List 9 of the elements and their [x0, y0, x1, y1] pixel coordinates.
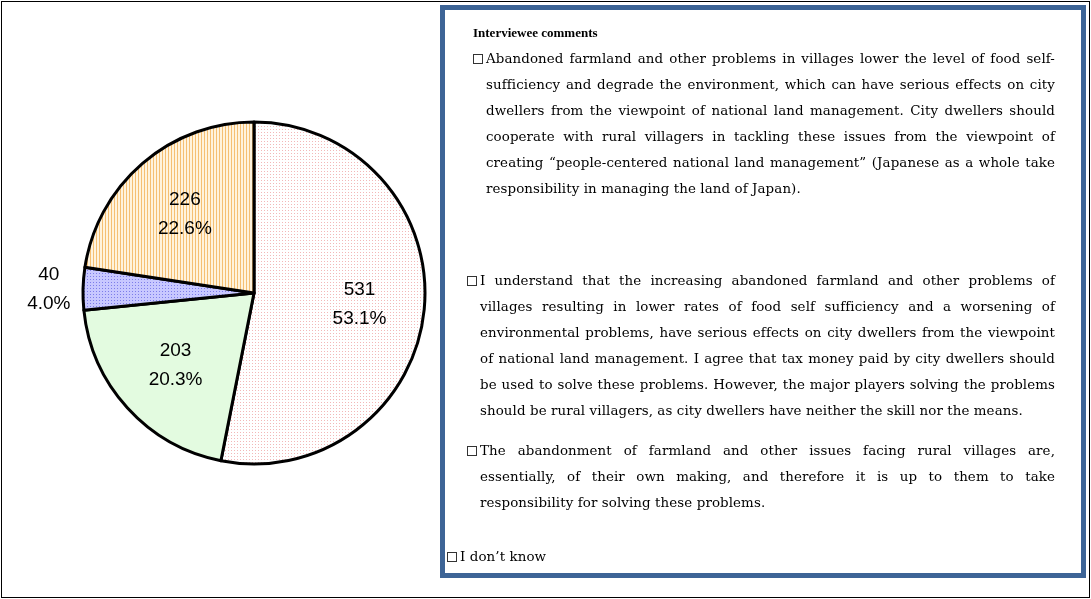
data-label: 531 53.1%: [331, 277, 388, 331]
legend-text: I don’t know: [460, 549, 547, 564]
legend-text: I understand that the increasing abandoned farmland and other problems of villages resulting in lower rates of food self sufficiency and a worsening of environmental problems, have serious effects on city dwellers from the viewpoint of national land management. I agree that tax money paid by city dwellers should be used to solve these problems. However, the major players solving the problems should be rural villagers, as city dwellers have neither the skill nor the means.: [480, 273, 1055, 418]
data-label: 203 20.3%: [147, 338, 204, 392]
data-label: 40 4.0%: [26, 261, 72, 315]
legend-text: The abandonment of farmland and other issues facing rural villages are, essentially, of their own making, and therefore it is up to them to take responsibility for solving these problems.: [480, 443, 1055, 510]
heading: Interviewee comments: [473, 25, 598, 41]
data-label: 226 22.6%: [156, 186, 213, 240]
legend-text: Abandoned farmland and other problems in villages lower the level of food self-sufficiency and degrade the environment, which can have serious effects on city dwellers from the viewpoint of national land management. City dwellers should cooperate with rural villagers in tackling these issues from the viewpoint of creating “people-centered national land management” (Japanese as a whole take responsibility in managing the land of Japan).: [486, 51, 1055, 196]
